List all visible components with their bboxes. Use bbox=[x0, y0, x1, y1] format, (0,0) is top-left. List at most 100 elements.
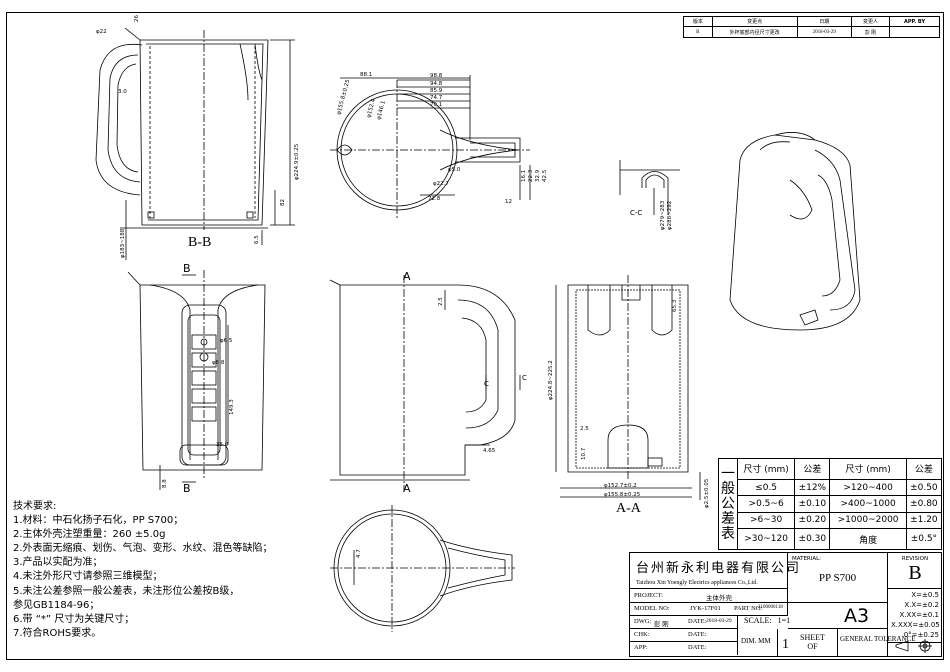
tol-cell: ±0.80 bbox=[905, 495, 943, 513]
dim-d88: φ8.8 bbox=[212, 360, 225, 366]
dim-d30: 3.0 bbox=[118, 89, 127, 95]
dim-d223: 22.3 bbox=[528, 169, 534, 182]
dim-d988: 98.8 bbox=[430, 73, 443, 79]
material-value: PP S700 bbox=[818, 572, 857, 584]
sheet-size-cell: A3 bbox=[788, 603, 888, 629]
dim-d25c: φ2.5±0.05 bbox=[704, 478, 710, 508]
dim-d65: 6.5 bbox=[254, 235, 260, 244]
note-item: 5.未注公差参照一般公差表，未注形位公差按B级， bbox=[13, 585, 240, 597]
model-row: MODEL NO: JYK-17F01 PART NO: 2100000118 bbox=[630, 603, 788, 616]
chk-label: CHK: bbox=[634, 631, 650, 638]
general-tolerance-table: 一 般 公 差 表 尺寸 (mm) 公差 尺寸 (mm) 公差 ≤0.5 ±12… bbox=[718, 458, 943, 550]
chk-row: CHK: DATE: bbox=[630, 629, 738, 642]
dim-d227: φ22.7 bbox=[433, 181, 449, 187]
dim-unit: DIM. MM bbox=[741, 637, 771, 645]
dim-d25: 2.5 bbox=[438, 297, 444, 306]
part-value: 2100000118 bbox=[758, 605, 783, 610]
note-item: 1.材料：中石化扬子石化，PP S700； bbox=[13, 515, 184, 527]
sheet-size-value: A3 bbox=[844, 605, 870, 627]
sheet-number: 1 bbox=[782, 637, 789, 652]
section-marker-b-bottom: B bbox=[183, 482, 191, 495]
project-value: 主体外壳 bbox=[706, 595, 732, 602]
note-item: 7.符合ROHS要求。 bbox=[13, 627, 102, 639]
dim-d288: φ288~292 bbox=[667, 201, 673, 230]
dim-d107: 10.7 bbox=[581, 447, 587, 460]
dim-d1558: φ155.8±0.25 bbox=[336, 78, 351, 115]
project-label: PROJECT: bbox=[634, 592, 663, 599]
dim-d2249: φ224.9±0.25 bbox=[294, 143, 300, 180]
sheet-of-label: SHEET OF bbox=[800, 633, 825, 651]
note-item: 4.未注外形尺寸请参照三维模型； bbox=[13, 571, 163, 583]
company-name-en: Taizhou Xin Yoengly Electrics appliances… bbox=[636, 580, 758, 586]
revision-label: REVISION bbox=[901, 556, 929, 562]
tol-header: 公差 bbox=[794, 458, 831, 480]
section-cc-caption: C-C bbox=[630, 209, 642, 217]
tol-cell: >30~120 bbox=[736, 528, 796, 550]
title-block: 台州新永利电器有限公司 Taizhou Xin Yoengly Electric… bbox=[629, 552, 942, 657]
revision-table: 版本 变更点 日期 变更人 APP. BY B 外杯底部内径尺寸更改 2018-… bbox=[683, 16, 940, 38]
dim-d161: 16.1 bbox=[521, 170, 527, 182]
rev-cell-date: 2018-03-29 bbox=[796, 26, 852, 38]
part-label: PART NO: bbox=[734, 605, 763, 612]
dim-unit-cell: DIM. MM bbox=[738, 629, 778, 657]
side-char: 一 bbox=[721, 465, 735, 482]
side-view bbox=[329, 275, 521, 490]
dwg-label: DWG: bbox=[634, 618, 652, 625]
material-label: MATERIAL: bbox=[792, 556, 822, 562]
dim-d465: 4.65 bbox=[483, 448, 496, 454]
material-cell: MATERIAL: PP S700 bbox=[788, 553, 888, 603]
dim-d1527: φ152.7±0.2 bbox=[604, 483, 637, 489]
dim-d82: 82 bbox=[280, 199, 286, 206]
rev-cell-change: 外杯底部内径尺寸更改 bbox=[711, 26, 798, 38]
tol-cell: ±1.20 bbox=[905, 511, 943, 530]
dim-d279: φ279~283 bbox=[660, 200, 666, 230]
section-marker-c-left: C bbox=[484, 380, 489, 388]
side-char: 差 bbox=[721, 510, 735, 527]
tol-cell: >1000~2000 bbox=[829, 511, 907, 530]
note-item: 6.带 “*” 尺寸为关键尺寸； bbox=[13, 613, 135, 625]
dim-d1558b: φ155.8±0.25 bbox=[604, 492, 641, 498]
dim-d47: 4.7 bbox=[356, 549, 362, 558]
dwg-row: DWG: 彭 刚 DATE: 2018-03-29 bbox=[630, 616, 738, 629]
model-label: MODEL NO: bbox=[634, 605, 670, 612]
rev-cell-app bbox=[889, 26, 940, 38]
side-char: 表 bbox=[721, 525, 735, 542]
dim-d425: 42.5 bbox=[542, 169, 548, 182]
dim-d329: 32.9 bbox=[535, 169, 541, 182]
dim-d12: 12 bbox=[505, 199, 512, 205]
dim-d1524: φ152.4 bbox=[366, 98, 377, 119]
dim-d2250: φ224.8~225.2 bbox=[548, 360, 554, 400]
tol-cell: ±0.50 bbox=[905, 478, 943, 497]
chk-date-label: DATE: bbox=[688, 631, 707, 638]
dwg-value: 彭 刚 bbox=[654, 621, 669, 628]
project-cell: PROJECT: 主体外壳 bbox=[630, 589, 788, 603]
general-tolerance-label: GENERAL TOLERANCE bbox=[840, 635, 916, 643]
revision-value: B bbox=[908, 562, 922, 584]
section-marker-b-top: B bbox=[183, 262, 191, 275]
dim-d1493: 149.3 bbox=[229, 399, 235, 415]
sheet-number-cell: 1 SHEET OF bbox=[778, 629, 838, 657]
revision-cell: REVISION B bbox=[888, 553, 942, 589]
isometric-view bbox=[729, 132, 861, 331]
company-name-cn: 台州新永利电器有限公司 bbox=[636, 560, 802, 575]
dim-d859: 85.9 bbox=[430, 88, 443, 94]
section-bb-caption: B-B bbox=[188, 235, 211, 250]
tol-header: 尺寸 (mm) bbox=[736, 458, 796, 480]
tol-cell: ≤0.5 bbox=[736, 478, 796, 497]
note-item: 2.外表面无缩痕、划伤、气泡、变形、水纹、混色等缺陷； bbox=[13, 543, 273, 555]
side-char: 般 bbox=[721, 480, 735, 497]
technical-notes: 技术要求: 1.材料：中石化扬子石化，PP S700； 2.主体外壳注塑重量：2… bbox=[13, 500, 343, 641]
tol-header: 尺寸 (mm) bbox=[829, 458, 907, 480]
app-label: APP: bbox=[634, 644, 648, 651]
dim-d653: 65.3 bbox=[672, 299, 678, 312]
tol-cell: 角度 bbox=[829, 528, 907, 550]
gtol-line: X.XX=±0.1 bbox=[899, 611, 939, 619]
rev-cell-person: 彭 刚 bbox=[850, 26, 891, 38]
section-aa-view bbox=[555, 275, 701, 500]
dim-d881: 88.1 bbox=[360, 72, 372, 78]
dim-d728: 72.8 bbox=[428, 196, 441, 202]
drawing-sheet-border bbox=[6, 12, 944, 660]
dim-d65a: φ6.5 bbox=[220, 338, 233, 344]
tol-cell: ±0.20 bbox=[794, 511, 831, 530]
